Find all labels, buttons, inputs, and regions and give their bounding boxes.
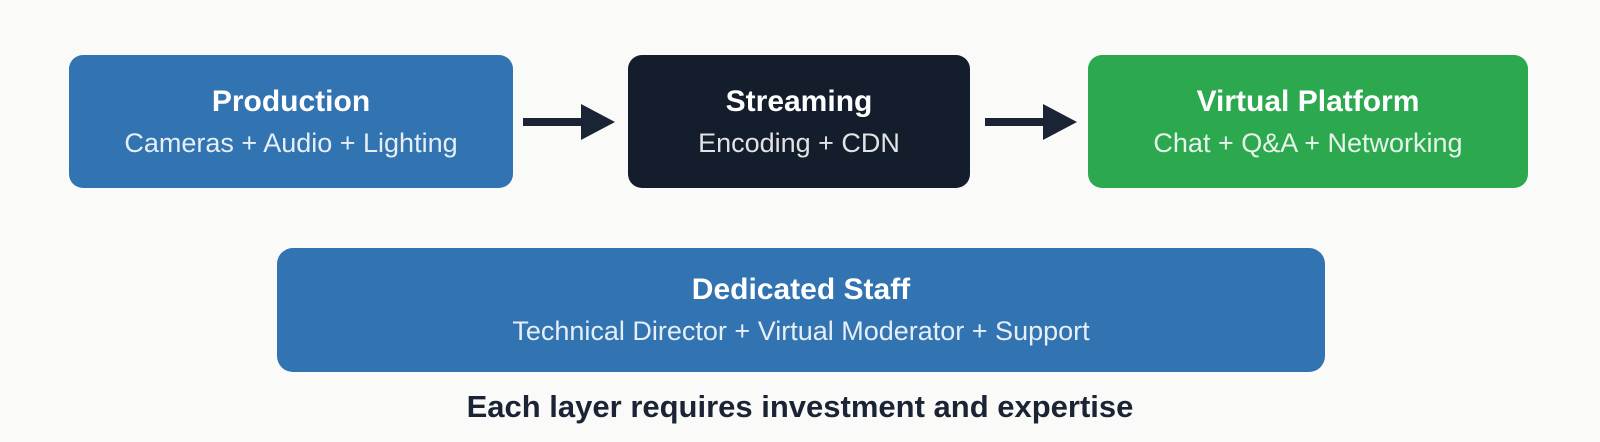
virtual-platform-node: Virtual Platform Chat + Q&A + Networking — [1088, 55, 1528, 188]
streaming-node-subtitle: Encoding + CDN — [698, 127, 900, 158]
dedicated-staff-node-title: Dedicated Staff — [691, 273, 911, 306]
caption-text: Each layer requires investment and exper… — [466, 389, 1134, 424]
virtual-platform-node-subtitle: Chat + Q&A + Networking — [1153, 127, 1463, 158]
dedicated-staff-node: Dedicated Staff Technical Director + Vir… — [277, 248, 1325, 372]
streaming-node: Streaming Encoding + CDN — [628, 55, 970, 188]
right-arrow-icon — [523, 104, 615, 140]
dedicated-staff-node-subtitle: Technical Director + Virtual Moderator +… — [512, 316, 1090, 346]
streaming-node-title: Streaming — [725, 84, 873, 118]
production-node: Production Cameras + Audio + Lighting — [69, 55, 513, 188]
virtual-platform-node-title: Virtual Platform — [1196, 84, 1420, 118]
production-node-title: Production — [211, 84, 371, 118]
production-node-subtitle: Cameras + Audio + Lighting — [124, 127, 458, 158]
right-arrow-icon — [985, 104, 1077, 140]
